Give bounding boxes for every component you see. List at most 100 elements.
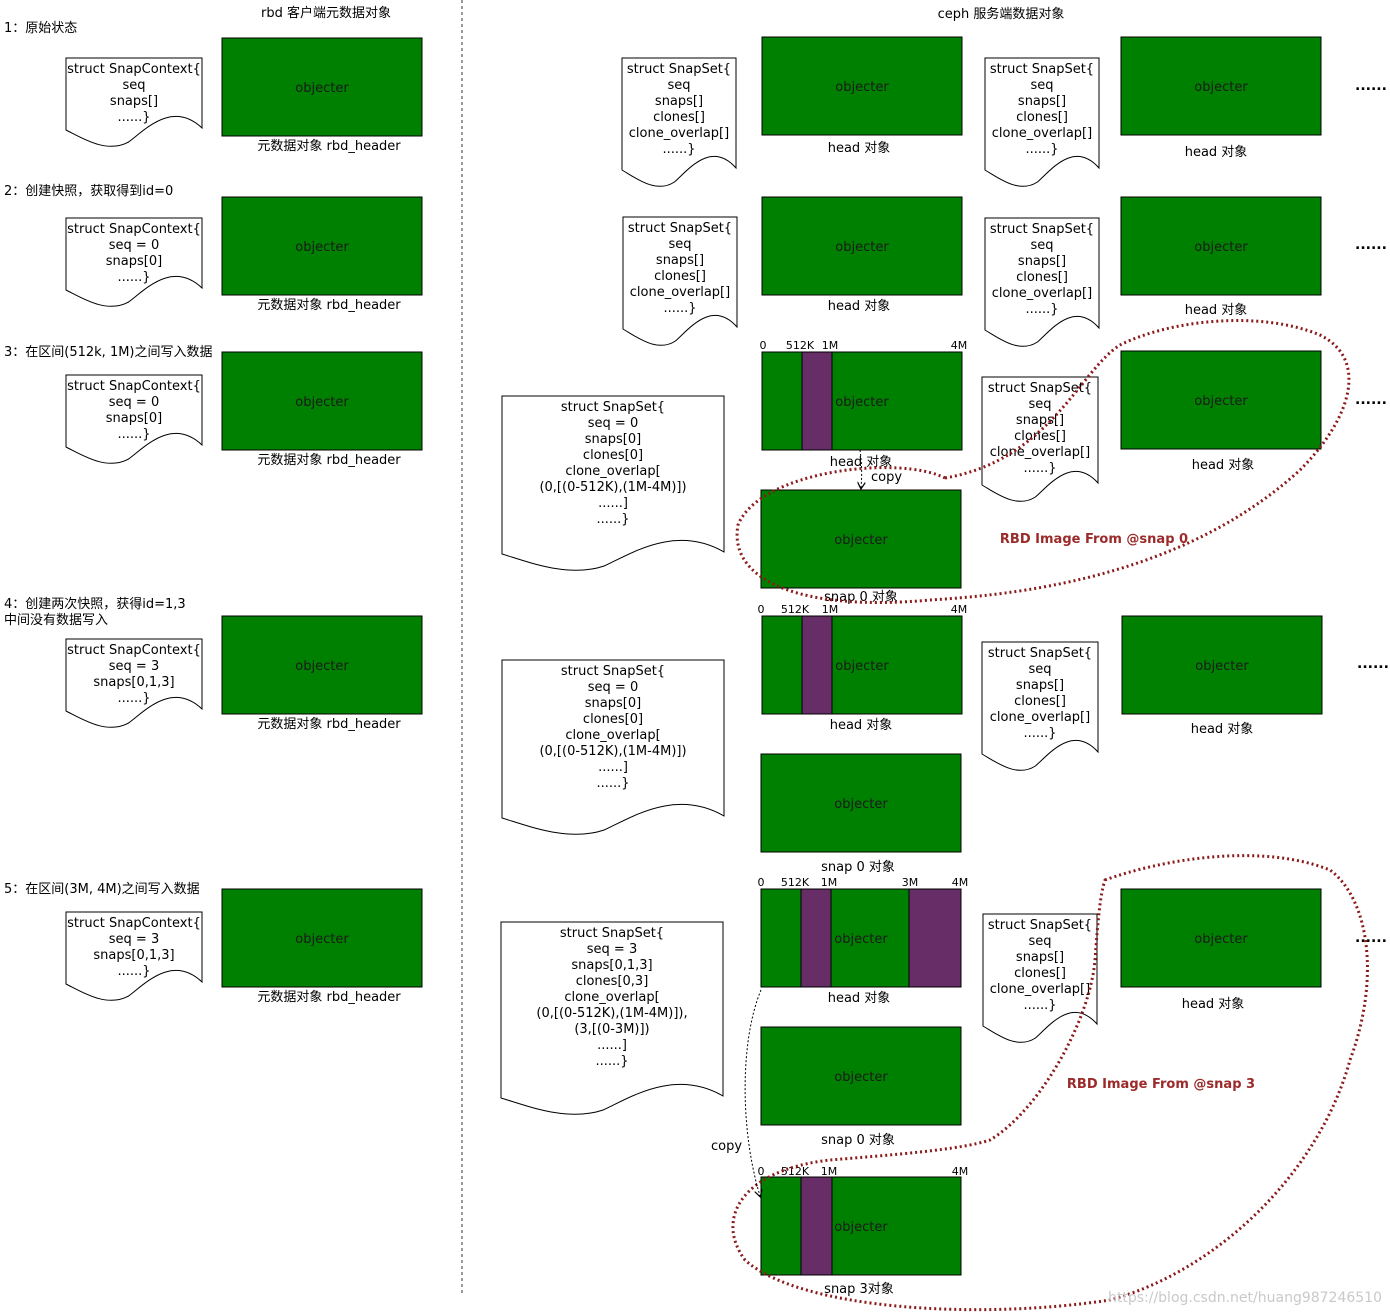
snap3-tick-1: 512K — [781, 1165, 810, 1178]
snapset-row2-a-line: clone_overlap[] — [630, 285, 730, 300]
snapcontext-3-line: struct SnapContext{ — [67, 379, 201, 394]
head-row5-tick-4: 4M — [952, 876, 969, 889]
snapset-row4-big-line: clone_overlap[ — [565, 728, 660, 743]
snapset-row1-a-line: clone_overlap[] — [629, 126, 729, 141]
snapset-row2-b-line: clones[] — [1016, 270, 1068, 285]
snapset-row3-big-line: ......] — [598, 496, 628, 511]
rbd-header-object-2-label: objecter — [295, 240, 349, 255]
snap0-caption-row5: snap 0 对象 — [821, 1133, 895, 1148]
snap0-caption-row3: snap 0 对象 — [824, 590, 898, 605]
snapset-row5-big-line: clones[0,3] — [576, 974, 649, 989]
snapset-row4-b-line: struct SnapSet{ — [988, 646, 1092, 661]
head-caption-row2-b: head 对象 — [1185, 303, 1248, 318]
head-object-row4-b-label: objecter — [1195, 659, 1249, 674]
snapset-row3-b-line: ......} — [1023, 461, 1056, 476]
head-row5-tick-3: 3M — [902, 876, 919, 889]
snapset-row5-b-line: struct SnapSet{ — [988, 918, 1092, 933]
rbd-header-caption-4: 元数据对象 rbd_header — [257, 717, 401, 732]
snapset-row1-a-line: seq — [667, 78, 690, 93]
head-row5-tick-0: 0 — [758, 876, 765, 889]
snapset-row2-a-line: clones[] — [654, 269, 706, 284]
snapset-row5-b-line: ......} — [1023, 998, 1056, 1013]
snap0-object-row5 — [760, 1026, 962, 1126]
snap3-caption: snap 3对象 — [824, 1282, 894, 1297]
ellipsis-row5: ...... — [1355, 930, 1387, 946]
snapset-row2-a-line: ......} — [663, 301, 696, 316]
head-caption-row4-b: head 对象 — [1191, 722, 1254, 737]
snapset-row5-big-line: seq = 3 — [587, 942, 637, 957]
head-object-row5-written-range-1 — [908, 888, 962, 988]
snapset-row4-big-line: ......] — [598, 760, 628, 775]
snapcontext-4-line: snaps[0,1,3] — [93, 675, 174, 690]
head-caption-row4: head 对象 — [830, 718, 893, 733]
snapset-row5-b — [982, 913, 1098, 1043]
head-caption-row3-b: head 对象 — [1192, 458, 1255, 473]
snapset-row2-b-line: seq — [1030, 238, 1053, 253]
snapset-row4-b-line: ......} — [1023, 726, 1056, 741]
head-object-row1-a — [761, 36, 963, 136]
snapset-row1-b-line: struct SnapSet{ — [990, 62, 1094, 77]
head-object-row1-b — [1120, 36, 1322, 136]
snapcontext-2-line: snaps[0] — [106, 254, 162, 269]
head-object-row4-b — [1121, 615, 1323, 715]
server-header: ceph 服务端数据对象 — [938, 6, 1065, 22]
copy-arrow-2 — [744, 989, 761, 1196]
snapcontext-1-line: snaps[] — [110, 94, 158, 109]
snapset-row3-big-line: clone_overlap[ — [565, 464, 660, 479]
snapset-row4-big-line: snaps[0] — [585, 696, 641, 711]
snapset-row4-big-line: seq = 0 — [588, 680, 638, 695]
head-caption-row5: head 对象 — [828, 991, 891, 1006]
snapset-row2-a-line: struct SnapSet{ — [628, 221, 732, 236]
snapset-row3-big-line: seq = 0 — [588, 416, 638, 431]
snapset-row5-b-line: snaps[] — [1016, 950, 1064, 965]
head-object-row2-a-label: objecter — [835, 240, 889, 255]
snapset-row1-b-line: seq — [1030, 78, 1053, 93]
snap3-tick-0: 0 — [758, 1165, 765, 1178]
head-object-row4-label: objecter — [835, 659, 889, 674]
snapset-row1-a — [621, 57, 737, 187]
step-1-label: 1：原始状态 — [4, 21, 77, 36]
rbd-header-object-2 — [221, 196, 423, 296]
snapset-row3-big-line: ......} — [596, 512, 629, 527]
snapset-row1-b-line: ......} — [1025, 142, 1058, 157]
step-4-label-2: 中间没有数据写入 — [4, 613, 108, 628]
rbd-header-object-1 — [221, 37, 423, 137]
snapset-row1-a-line: struct SnapSet{ — [627, 62, 731, 77]
snap3-tick-3: 4M — [952, 1165, 969, 1178]
snapset-row4-big-line: clones[0] — [583, 712, 643, 727]
snapcontext-4-line: struct SnapContext{ — [67, 643, 201, 658]
snapcontext-2-line: struct SnapContext{ — [67, 222, 201, 237]
snapcontext-4 — [65, 638, 203, 728]
snap0-object-row3-label: objecter — [834, 533, 888, 548]
head-object-row5-b-label: objecter — [1194, 932, 1248, 947]
head-row3-tick-0: 0 — [760, 339, 767, 352]
ellipsis-row3: ...... — [1355, 392, 1387, 408]
copy-label-2: copy — [711, 1139, 742, 1154]
diagram-content: struct SnapContext{seqsnaps[]......}obje… — [65, 36, 1389, 1297]
ellipsis-row1: ...... — [1355, 78, 1387, 94]
snapset-row4-b-line: snaps[] — [1016, 678, 1064, 693]
head-row3-tick-1: 512K — [786, 339, 815, 352]
snapset-row1-b-line: clones[] — [1016, 110, 1068, 125]
rbd-from-snap3-label: RBD Image From @snap 3 — [1067, 1077, 1255, 1092]
snapcontext-1 — [65, 57, 203, 147]
head-row5-tick-1: 512K — [781, 876, 810, 889]
ellipsis-row4: ...... — [1357, 656, 1389, 672]
snapcontext-2 — [65, 217, 203, 307]
rbd-header-object-4 — [221, 615, 423, 715]
rbd-header-caption-1: 元数据对象 rbd_header — [257, 139, 401, 154]
snapcontext-5-line: snaps[0,1,3] — [93, 948, 174, 963]
snap0-caption-row4: snap 0 对象 — [821, 860, 895, 875]
snapset-row3-big-line: clones[0] — [583, 448, 643, 463]
snapset-row1-b-line: snaps[] — [1018, 94, 1066, 109]
snapset-row3-b-line: clone_overlap[] — [990, 445, 1090, 460]
snapset-row4-big-line: ......} — [596, 776, 629, 791]
snapset-row1-b — [984, 57, 1100, 187]
snapset-row4-b-line: clone_overlap[] — [990, 710, 1090, 725]
snapset-row4-b-line: seq — [1028, 662, 1051, 677]
snap3-object — [760, 1176, 962, 1276]
snapset-row3-b-line: clones[] — [1014, 429, 1066, 444]
snapcontext-5-line: seq = 3 — [109, 932, 159, 947]
snapset-row2-b — [984, 217, 1100, 347]
snapset-row5-b-line: clones[] — [1014, 966, 1066, 981]
